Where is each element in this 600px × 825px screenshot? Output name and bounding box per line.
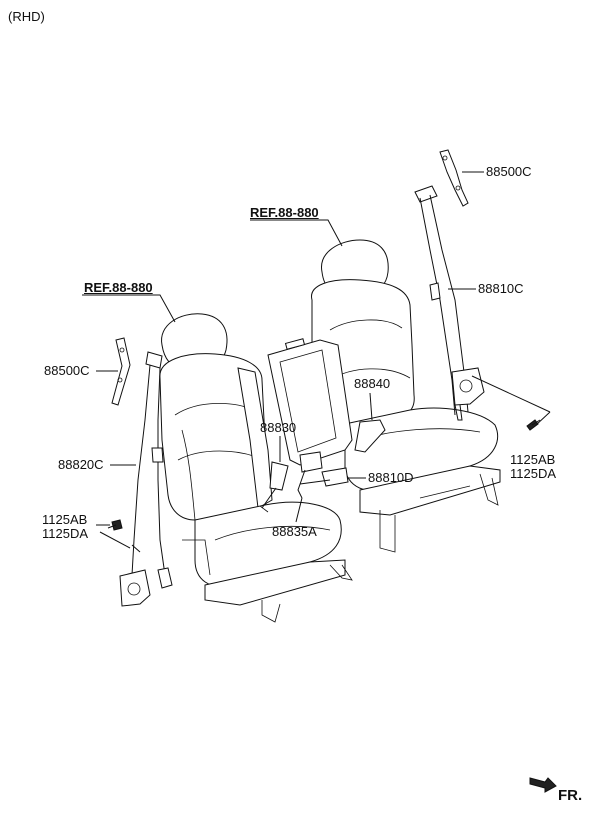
center-buckles [259, 419, 386, 513]
part-88830-label: 88830 [260, 420, 297, 435]
part-88840-label: 88840 [354, 376, 391, 391]
part-1125ab-right-label: 1125AB [510, 452, 556, 467]
bolts [107, 419, 541, 531]
part-1125da-left-label: 1125DA [42, 526, 89, 541]
part-1125da-right-label: 1125DA [510, 466, 557, 481]
left-belt-assembly [111, 337, 173, 607]
ref-label-left: REF.88-880 [84, 280, 153, 295]
center-armrest [267, 338, 353, 466]
left-seat [159, 313, 353, 623]
ref-label-right: REF.88-880 [250, 205, 319, 220]
part-1125ab-left-label: 1125AB [42, 512, 88, 527]
part-88810d-label: 88810D [368, 470, 414, 485]
front-direction-arrow-icon [529, 777, 557, 793]
right-belt-assembly [414, 149, 485, 421]
part-88835a-label: 88835A [272, 524, 317, 539]
part-88500c-left-label: 88500C [44, 363, 90, 378]
part-88500c-right-label: 88500C [486, 164, 532, 179]
part-88820c-label: 88820C [58, 457, 104, 472]
front-direction-label: FR. [558, 787, 583, 804]
leader-lines [82, 171, 551, 549]
part-88810c-label: 88810C [478, 281, 524, 296]
variant-label: (RHD) [8, 9, 45, 24]
